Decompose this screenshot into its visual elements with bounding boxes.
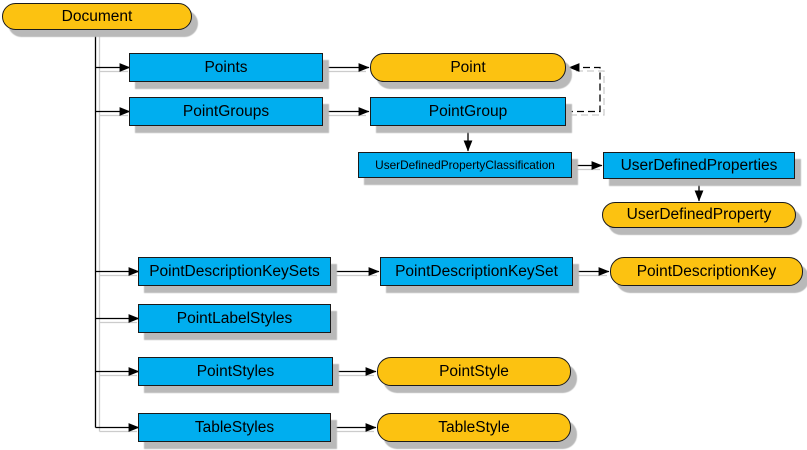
node-pointlabelstyles-label: PointLabelStyles <box>176 309 293 327</box>
node-pointstyle-label: PointStyle <box>439 362 509 380</box>
node-point[interactable]: Point <box>370 53 566 82</box>
node-tablestyles[interactable]: TableStyles <box>138 413 331 442</box>
node-userdefinedproperties-label: UserDefinedProperties <box>620 156 778 174</box>
node-pointdescriptionkey[interactable]: PointDescriptionKey <box>610 257 803 286</box>
node-pointdescriptionkeysets-label: PointDescriptionKeySets <box>149 262 320 280</box>
node-pointgroups-label: PointGroups <box>182 102 270 120</box>
node-pointgroup-label: PointGroup <box>428 102 508 120</box>
node-pointdescriptionkeysets[interactable]: PointDescriptionKeySets <box>138 257 331 286</box>
node-pointgroups[interactable]: PointGroups <box>129 97 323 126</box>
node-pointstyle[interactable]: PointStyle <box>377 357 571 386</box>
node-pointlabelstyles[interactable]: PointLabelStyles <box>138 304 331 333</box>
node-points-label: Points <box>204 58 248 76</box>
node-pointdescriptionkey-label: PointDescriptionKey <box>636 262 777 280</box>
node-tablestyle-label: TableStyle <box>438 418 510 436</box>
node-pointdescriptionkeyset-label: PointDescriptionKeySet <box>395 262 558 280</box>
node-pointstyles[interactable]: PointStyles <box>138 357 333 386</box>
node-userdefinedproperty[interactable]: UserDefinedProperty <box>602 202 796 228</box>
node-tablestyles-label: TableStyles <box>194 418 275 436</box>
node-document-label: Document <box>61 7 133 25</box>
node-points[interactable]: Points <box>129 53 323 82</box>
node-userdefinedpropertyclassification-label: UserDefinedPropertyClassification <box>375 158 555 172</box>
edge-pointgroup-point-dashed <box>566 63 601 113</box>
node-tablestyle[interactable]: TableStyle <box>377 413 571 442</box>
node-userdefinedproperty-label: UserDefinedProperty <box>626 206 772 223</box>
node-point-label: Point <box>450 58 486 76</box>
node-pointstyles-label: PointStyles <box>196 362 275 380</box>
node-pointgroup[interactable]: PointGroup <box>370 97 566 126</box>
node-pointdescriptionkeyset[interactable]: PointDescriptionKeySet <box>380 257 573 286</box>
node-userdefinedproperties[interactable]: UserDefinedProperties <box>603 152 795 179</box>
node-document[interactable]: Document <box>2 3 192 30</box>
node-userdefinedpropertyclassification[interactable]: UserDefinedPropertyClassification <box>358 152 572 178</box>
